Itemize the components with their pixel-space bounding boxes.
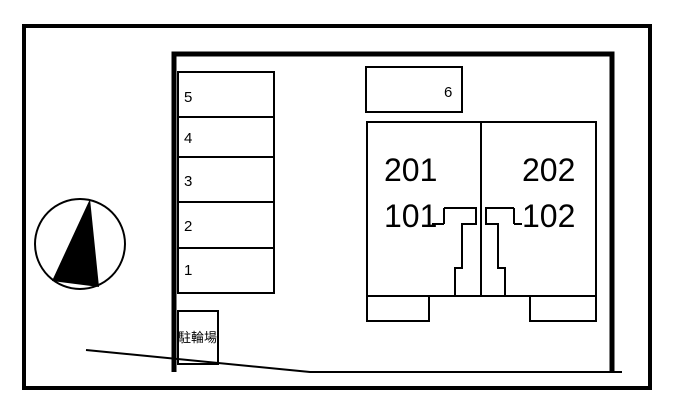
balcony-left	[366, 295, 430, 322]
site-boundary	[22, 24, 652, 390]
apartment-building: 201 101 202 102	[366, 121, 597, 322]
parking-area: 5 4 3 2 1	[177, 71, 275, 294]
parking-label-4: 4	[184, 130, 192, 147]
lot-boundary	[171, 51, 615, 372]
parking-space-1	[177, 247, 275, 294]
stair-left	[444, 207, 477, 296]
unit-202: 202	[522, 152, 575, 188]
parking-label-1: 1	[184, 262, 192, 279]
parking-space-3	[177, 156, 275, 203]
bicycle-parking-label: 駐輪場	[178, 330, 217, 346]
unit-201: 201	[384, 152, 437, 188]
unit-102: 102	[522, 198, 575, 234]
parking-label-5: 5	[184, 89, 192, 106]
parking-space-5	[177, 71, 275, 118]
road-edge	[85, 349, 622, 373]
parking-space-6	[365, 66, 463, 113]
parking-label-2: 2	[184, 218, 192, 235]
parking-label-6: 6	[444, 84, 452, 101]
parking-space-4	[177, 116, 275, 158]
balcony-right	[529, 295, 597, 322]
parking-label-3: 3	[184, 173, 192, 190]
unit-101: 101	[384, 198, 437, 234]
bicycle-parking	[177, 310, 219, 365]
parking-space-2	[177, 201, 275, 249]
north-compass-icon	[34, 198, 126, 290]
stair-right	[485, 207, 514, 296]
